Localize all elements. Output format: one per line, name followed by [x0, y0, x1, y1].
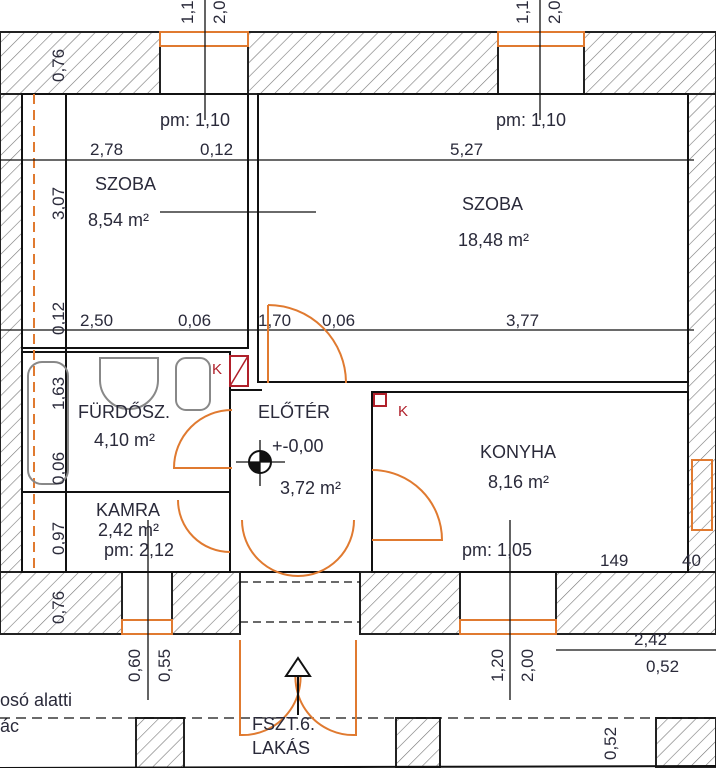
- walls: [0, 31, 716, 768]
- dim-label: 5,27: [450, 140, 483, 159]
- room-name-szoba-left: SZOBA: [95, 174, 156, 194]
- dim-label: 2,42: [634, 630, 667, 649]
- room-area-szoba-left: 8,54 m²: [88, 210, 149, 230]
- room-area-eloter: 3,72 m²: [280, 478, 341, 498]
- windows: [121, 31, 713, 635]
- room-name-furdo: FÜRDŐSZ.: [78, 401, 170, 422]
- dim-label: 3,77: [506, 311, 539, 330]
- dim-label: 0,76: [49, 591, 68, 624]
- chimney-marker: K: [212, 361, 222, 378]
- chimney-icon: [373, 393, 387, 407]
- dim-label: 2,0: [210, 0, 229, 24]
- dim-label: 1,1: [178, 0, 197, 24]
- dim-label: 0,12: [49, 302, 68, 335]
- room-level-eloter: +-0,00: [272, 436, 324, 456]
- corridor-label-line1: osó alatti: [0, 690, 72, 710]
- dim-label: 2,0: [545, 0, 564, 24]
- dim-label: 0,52: [646, 657, 679, 676]
- dim-label: 0,97: [49, 522, 68, 555]
- dim-label: 0,12: [200, 140, 233, 159]
- unit-label-line1: FSZT.6.: [252, 714, 315, 734]
- dim-label: 1,20: [488, 649, 507, 682]
- dim-label: 149: [600, 551, 628, 570]
- dim-label: 2,50: [80, 311, 113, 330]
- room-name-eloter: ELŐTÉR: [258, 401, 330, 422]
- parapet-kamra: pm: 2,12: [104, 540, 174, 560]
- dim-label: 0,55: [155, 649, 174, 682]
- room-name-szoba-right: SZOBA: [462, 194, 523, 214]
- room-area-szoba-right: 18,48 m²: [458, 230, 529, 250]
- chimney-marker: K: [398, 403, 408, 420]
- dim-label: 0,76: [49, 49, 68, 82]
- dimension-lines: [0, 0, 716, 700]
- doors: [172, 304, 444, 737]
- parapet-left: pm: 1,10: [160, 110, 230, 130]
- unit-label-line2: LAKÁS: [252, 738, 310, 758]
- corridor-label-line2: ác: [0, 716, 19, 736]
- dim-label: 2,00: [518, 649, 537, 682]
- dim-label: 0,60: [125, 649, 144, 682]
- room-area-konyha: 8,16 m²: [488, 472, 549, 492]
- dim-label: 3,07: [49, 187, 68, 220]
- parapet-right: pm: 1,10: [496, 110, 566, 130]
- room-area-furdo: 4,10 m²: [94, 430, 155, 450]
- level-marker-icon: [236, 440, 285, 486]
- dim-label: 40: [682, 551, 701, 570]
- chimney-icon: [229, 355, 249, 387]
- room-name-konyha: KONYHA: [480, 442, 556, 462]
- parapet-konyha: pm: 1,05: [462, 540, 532, 560]
- dim-label: 0,06: [178, 311, 211, 330]
- dim-label: 1,63: [49, 377, 68, 410]
- room-area-kamra: 2,42 m²: [98, 520, 159, 540]
- bathroom-fixtures: [27, 355, 387, 485]
- dim-label: 1,70: [258, 311, 291, 330]
- dim-label: 0,52: [601, 727, 620, 760]
- dim-label: 2,78: [90, 140, 123, 159]
- dim-label: 0,06: [322, 311, 355, 330]
- dim-label: 0,06: [49, 452, 68, 485]
- dim-label: 1,1: [513, 0, 532, 24]
- room-name-kamra: KAMRA: [96, 500, 160, 520]
